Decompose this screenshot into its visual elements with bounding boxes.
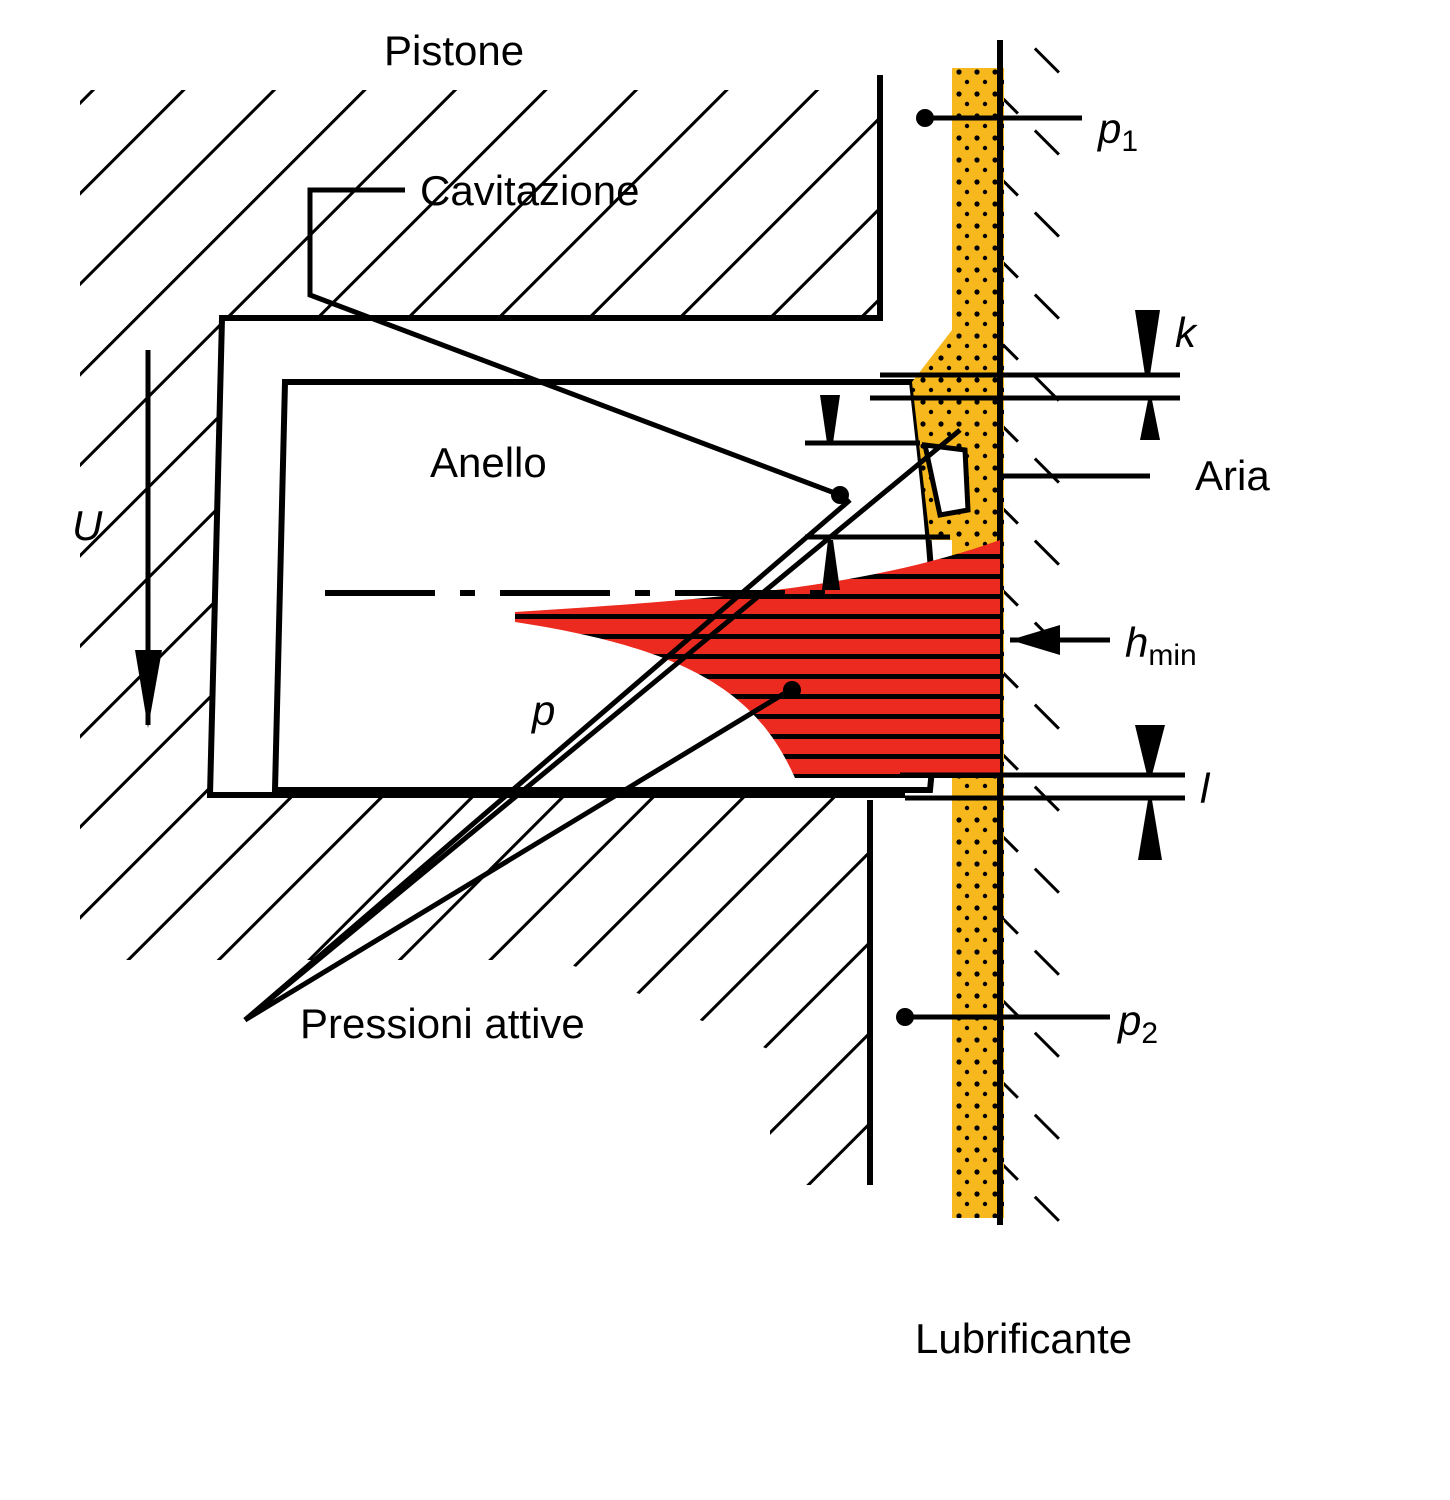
label-velocity-u: U (72, 502, 103, 549)
label-p1: p1 (1098, 108, 1138, 157)
dimension-lines (145, 115, 1185, 1023)
p2-subscript: 2 (1141, 1017, 1159, 1050)
label-air: Aria (1195, 452, 1270, 499)
label-piston: Pistone (384, 27, 525, 74)
ring-groove-outline (206, 75, 905, 1185)
label-pressure-p: p (532, 687, 556, 734)
p1-subscript: 1 (1121, 125, 1139, 158)
label-k: k (1175, 309, 1196, 356)
piston-body (80, 90, 880, 1185)
label-active-pressures: Pressioni attive (300, 1000, 585, 1047)
label-p2: p2 (1118, 1000, 1158, 1049)
p1-base: p (1098, 105, 1122, 152)
label-ring: Anello (430, 439, 547, 486)
label-lubricant: Lubrificante (915, 1315, 1133, 1362)
air-pocket (921, 442, 971, 518)
hmin-base: h (1125, 619, 1149, 666)
pressure-distribution (515, 540, 1000, 778)
p2-base: p (1118, 997, 1142, 1044)
arrow-heads (135, 109, 1165, 1026)
hmin-subscript: min (1148, 639, 1197, 672)
label-hmin: hmin (1125, 622, 1197, 671)
label-l: l (1200, 765, 1210, 812)
label-cavitation: Cavitazione (420, 167, 640, 214)
